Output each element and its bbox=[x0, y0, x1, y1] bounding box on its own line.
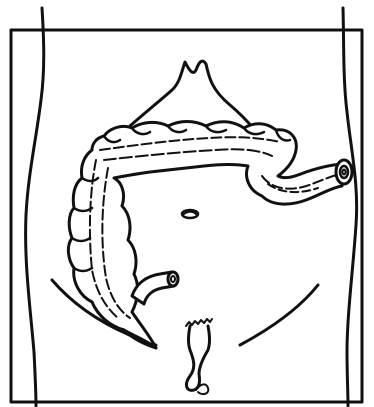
umbilicus bbox=[182, 210, 198, 218]
colon bbox=[68, 122, 346, 349]
colostomy-stoma bbox=[336, 160, 352, 184]
torso-left-outline bbox=[26, 8, 44, 406]
ileum-stoma bbox=[132, 272, 178, 304]
colon-outer-wall bbox=[68, 122, 346, 349]
right-inguinal-crease bbox=[240, 285, 318, 345]
drawing-frame bbox=[11, 30, 362, 402]
pubic-region bbox=[186, 319, 212, 394]
torso-right-outline bbox=[343, 8, 357, 406]
